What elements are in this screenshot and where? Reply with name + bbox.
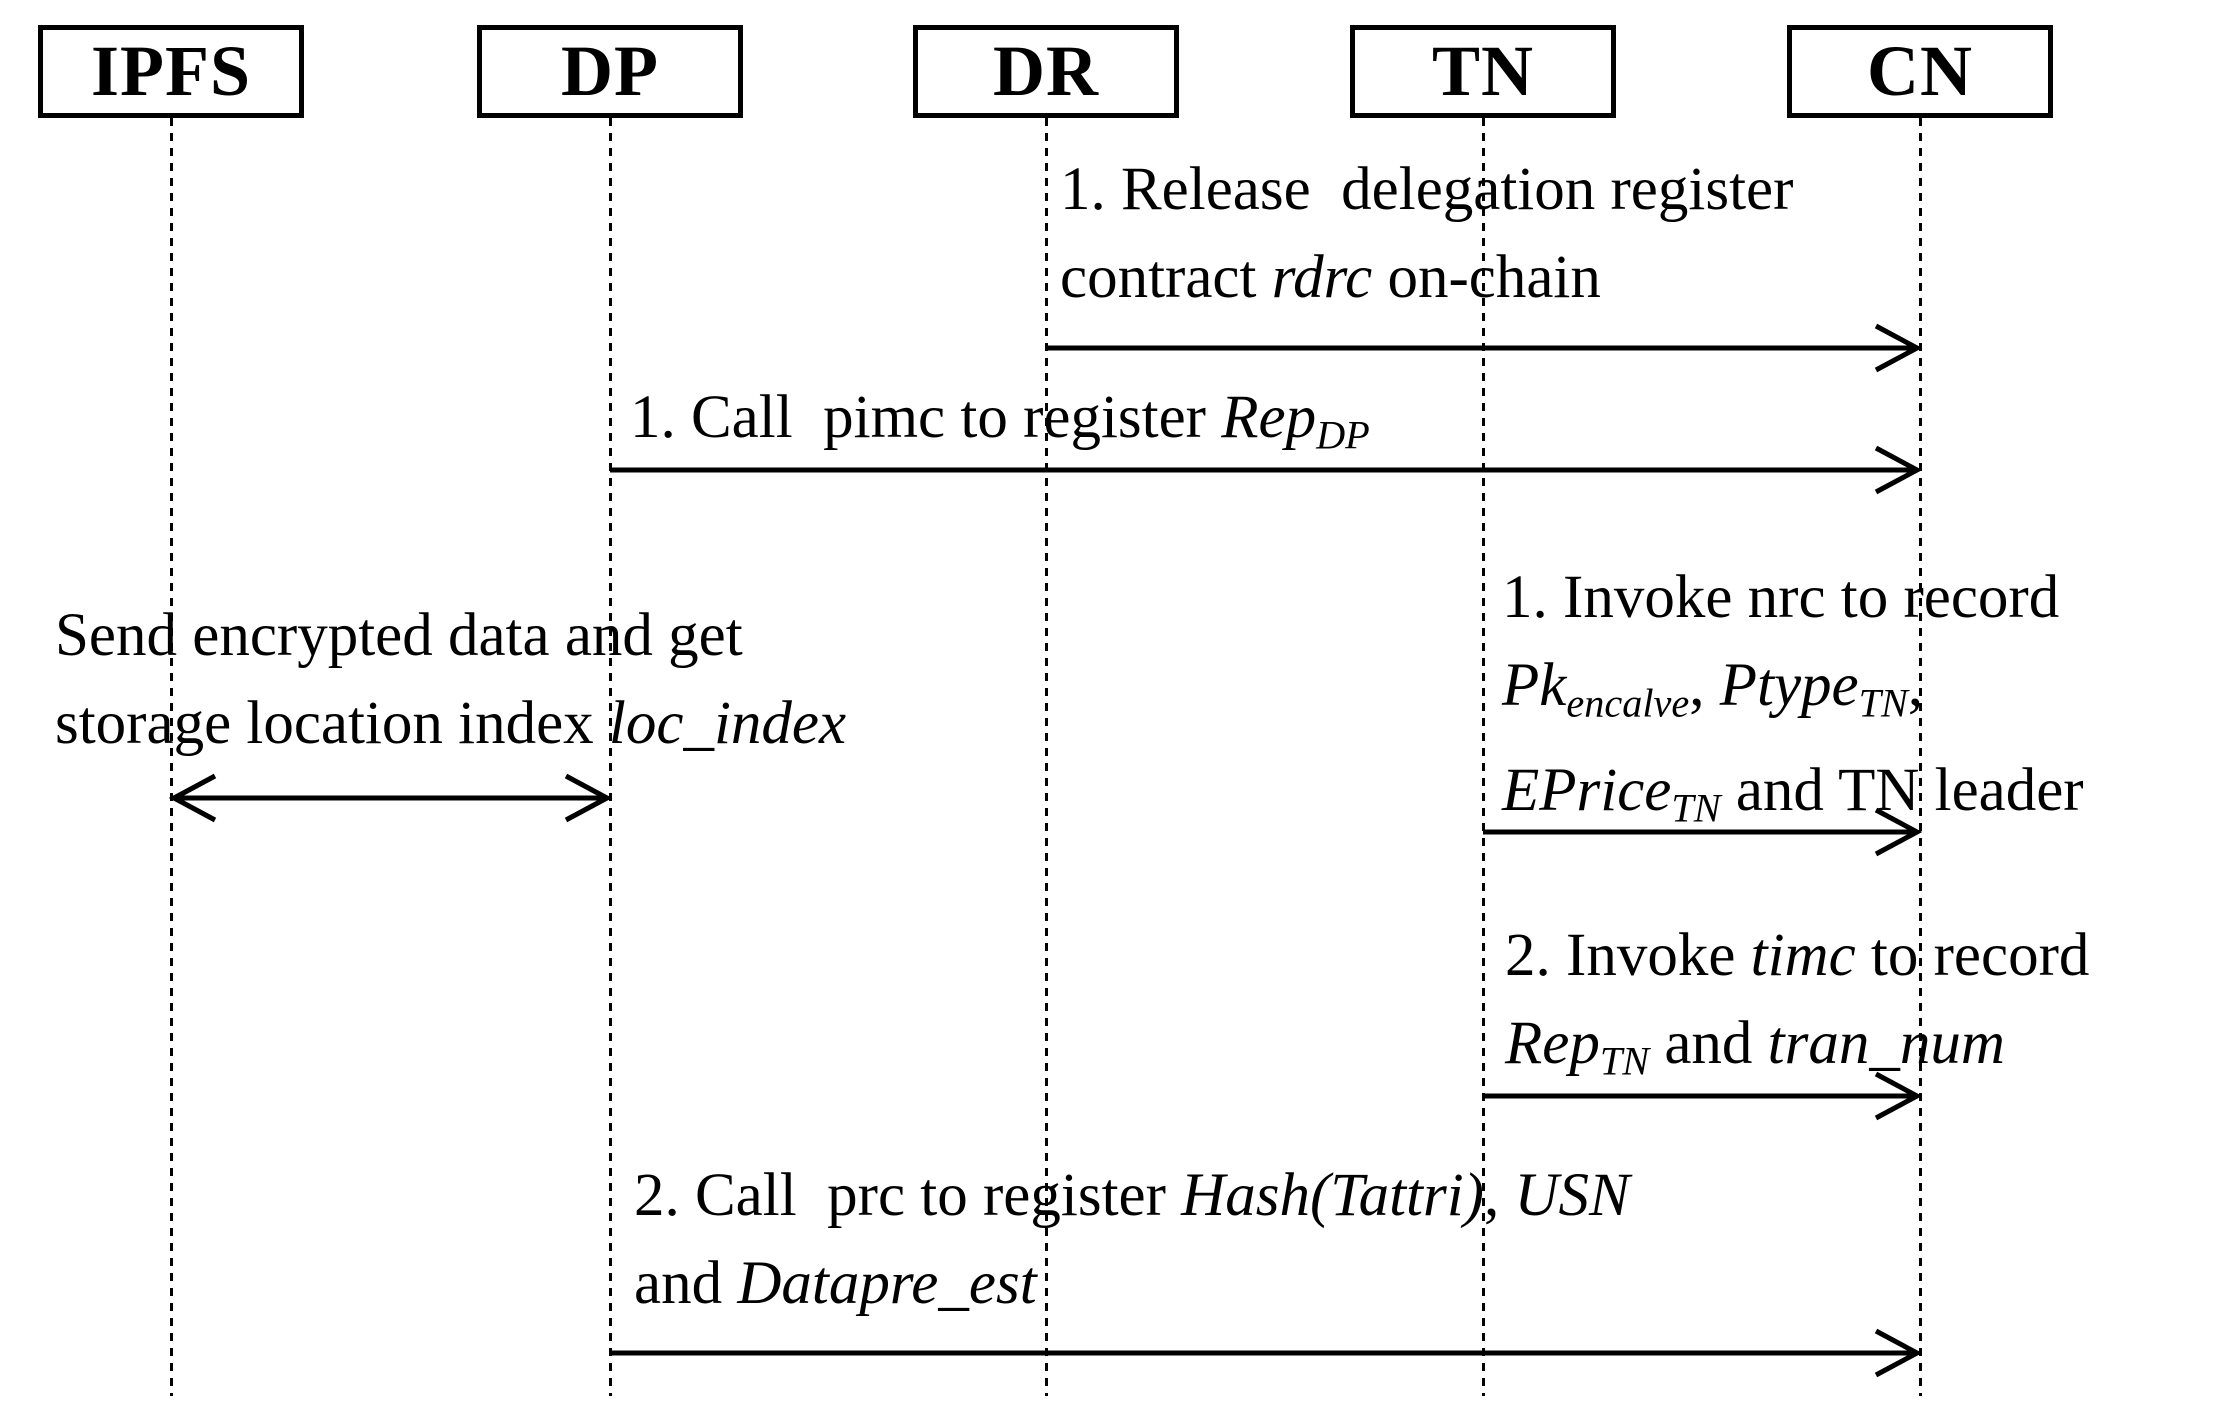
actor-box-dr: DR	[913, 25, 1179, 118]
message-line: RepTN and tran_num	[1505, 1000, 2089, 1105]
message-text-run: loc_index	[608, 690, 847, 757]
lifeline-cn	[1918, 118, 1922, 1396]
message-text-run: 2. Invoke	[1505, 922, 1751, 989]
message-line: EPriceTN and TN leader	[1502, 747, 2084, 852]
message-text-run: 1. Invoke nrc to record	[1502, 564, 2060, 631]
lifeline-ipfs	[169, 118, 173, 1396]
message-arrow-call-pimc	[610, 445, 1923, 495]
message-line: storage location index loc_index	[55, 680, 846, 768]
message-arrow-call-prc	[610, 1328, 1923, 1378]
message-label-release-rdrc: 1. Release delegation register contract r…	[1060, 146, 1793, 322]
message-line: Pkencalve, PtypeTN,	[1502, 642, 2084, 747]
message-line: and Datapre_est	[634, 1240, 1630, 1328]
message-text-run: rdrc	[1271, 244, 1373, 311]
message-text-run: TN	[1671, 785, 1721, 831]
message-text-run: ,	[1689, 652, 1720, 719]
message-line: Send encrypted data and get	[55, 592, 846, 680]
message-label-call-pimc: 1. Call pimc to register RepDP	[630, 374, 1370, 479]
arrowhead-icon	[1874, 445, 1923, 495]
message-text-run: 1. Call pimc to register	[630, 384, 1222, 451]
message-text-run: timc	[1750, 922, 1856, 989]
arrowhead-icon	[1874, 1328, 1923, 1378]
message-text-run: and	[634, 1250, 738, 1317]
message-text-run: TN	[1599, 1038, 1650, 1084]
actor-label-ipfs: IPFS	[90, 31, 252, 111]
message-arrow-ipfs-storage	[168, 773, 613, 823]
message-arrow-release-rdrc	[1046, 323, 1923, 373]
message-text-run: EPrice	[1502, 757, 1672, 825]
message-text-run: tran_num	[1767, 1010, 2005, 1077]
message-text-run: Pk	[1502, 652, 1567, 719]
message-text-run: TN	[1858, 680, 1908, 726]
actor-label-dr: DR	[993, 31, 1099, 111]
message-text-run: and	[1649, 1010, 1768, 1077]
message-text-run: ,	[1907, 652, 1924, 719]
message-text-run: Hash(Tattri)	[1181, 1162, 1484, 1229]
actor-box-tn: TN	[1350, 25, 1616, 118]
actor-label-dp: DP	[561, 31, 659, 111]
message-arrow-invoke-nrc	[1483, 807, 1923, 857]
arrowhead-icon	[168, 773, 217, 823]
message-text-run: storage location index	[55, 690, 609, 757]
message-line: contract rdrc on-chain	[1060, 234, 1793, 322]
message-text-run: Ptype	[1719, 652, 1859, 719]
message-line: 2. Call prc to register Hash(Tattri), US…	[634, 1152, 1630, 1240]
arrowhead-icon	[1874, 323, 1923, 373]
arrowhead-icon	[564, 773, 613, 823]
message-text-run: Rep	[1221, 384, 1317, 451]
message-text-run: Datapre_est	[737, 1250, 1037, 1317]
message-line: 1. Call pimc to register RepDP	[630, 374, 1370, 479]
lifeline-dr	[1044, 118, 1048, 1396]
message-text-run: encalve	[1566, 680, 1690, 726]
message-line: 2. Invoke timc to record	[1505, 912, 2089, 1000]
message-text-run: 2. Call prc to register	[634, 1162, 1182, 1229]
actor-label-tn: TN	[1431, 31, 1535, 111]
actor-box-dp: DP	[477, 25, 743, 118]
lifeline-tn	[1481, 118, 1485, 1396]
message-text-run: on-chain	[1372, 244, 1601, 311]
message-text-run: DP	[1316, 412, 1370, 458]
lifeline-dp	[608, 118, 612, 1396]
message-text-run: 1. Release delegation register	[1060, 156, 1794, 223]
arrowhead-icon	[1874, 1071, 1923, 1121]
message-text-run: USN	[1514, 1162, 1630, 1229]
message-label-ipfs-storage: Send encrypted data and get storage locat…	[55, 592, 846, 768]
arrowhead-icon	[1874, 807, 1923, 857]
message-text-run: contract	[1060, 244, 1272, 311]
actor-label-cn: CN	[1867, 31, 1973, 111]
message-line: 1. Invoke nrc to record	[1502, 554, 2084, 642]
message-line: 1. Release delegation register	[1060, 146, 1793, 234]
message-arrow-invoke-timc	[1483, 1071, 1923, 1121]
message-text-run: and TN leader	[1720, 757, 2084, 825]
message-text-run: Rep	[1505, 1010, 1600, 1077]
actor-box-cn: CN	[1787, 25, 2053, 118]
message-label-call-prc: 2. Call prc to register Hash(Tattri), US…	[634, 1152, 1630, 1328]
message-text-run: Send encrypted data and get	[55, 602, 743, 669]
message-text-run: to record	[1855, 922, 2090, 989]
message-text-run: ,	[1483, 1162, 1515, 1229]
actor-box-ipfs: IPFS	[38, 25, 304, 118]
